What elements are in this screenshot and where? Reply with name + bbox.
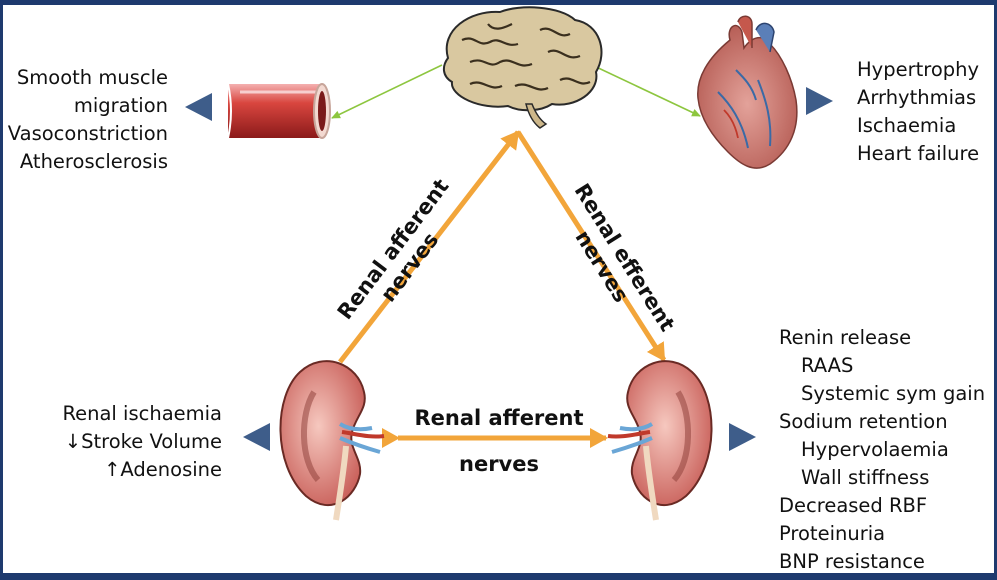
sodium-retention-item: Sodium retention — [779, 410, 948, 433]
left-kidney-effects-list: Renal ischaemia ↓Stroke Volume ↑Adenosin… — [62, 400, 222, 484]
left-kidney-effect-item: ↓Stroke Volume — [64, 430, 222, 453]
label-renal-afferent-bottom-line1: Renal afferent — [414, 406, 584, 430]
connector-brain-to-vessel — [331, 64, 443, 119]
heart-effect-item: Arrhythmias — [857, 86, 977, 109]
blood-vessel-icon — [227, 83, 331, 139]
left-kidney-icon — [279, 360, 385, 521]
vessel-effect-item: migration — [73, 94, 168, 117]
pointer-vessel — [185, 93, 212, 121]
label-renal-afferent-bottom-line2: nerves — [459, 452, 539, 476]
arrow-left-kidney-to-brain — [338, 130, 520, 364]
raas-item: RAAS — [801, 354, 854, 377]
heart-effect-item: Ischaemia — [857, 114, 957, 137]
heart-effect-item: Heart failure — [857, 142, 980, 165]
frame-bottom-border — [0, 573, 997, 580]
vessel-effect-item: Vasoconstriction — [7, 122, 168, 145]
pointer-heart — [806, 87, 833, 115]
pointer-left-kidney — [243, 423, 270, 451]
right-kidney-icon — [607, 360, 713, 521]
vessel-effect-item: Atherosclerosis — [19, 150, 168, 173]
proteinuria-item: Proteinuria — [779, 522, 886, 545]
frame-top-border — [0, 0, 997, 5]
brain-icon — [442, 6, 603, 129]
systemic-sym-gain-item: Systemic sym gain — [801, 382, 986, 405]
right-kidney-effects-list: Renin release RAAS Systemic sym gain Sod… — [779, 324, 985, 576]
left-kidney-effect-item: Renal ischaemia — [62, 402, 222, 425]
arrow-brain-to-right-kidney — [515, 130, 667, 362]
pointer-right-kidney — [729, 423, 756, 451]
connector-brain-to-heart — [591, 64, 701, 117]
wall-stiffness-item: Wall stiffness — [801, 466, 930, 489]
frame-left-border — [0, 0, 3, 580]
bnp-resistance-item: BNP resistance — [779, 550, 925, 573]
frame-right-border — [994, 0, 997, 580]
heart-effects-list: Hypertrophy Arrhythmias Ischaemia Heart … — [857, 56, 979, 168]
vessel-effect-item: Smooth muscle — [16, 66, 168, 89]
decreased-rbf-item: Decreased RBF — [779, 494, 928, 517]
left-kidney-effect-item: ↑Adenosine — [104, 458, 222, 481]
heart-icon — [697, 15, 798, 169]
renin-release-item: Renin release — [779, 326, 912, 349]
vessel-effects-list: Smooth muscle migration Vasoconstriction… — [8, 64, 168, 176]
heart-effect-item: Hypertrophy — [857, 58, 980, 81]
hypervolaemia-item: Hypervolaemia — [801, 438, 949, 461]
